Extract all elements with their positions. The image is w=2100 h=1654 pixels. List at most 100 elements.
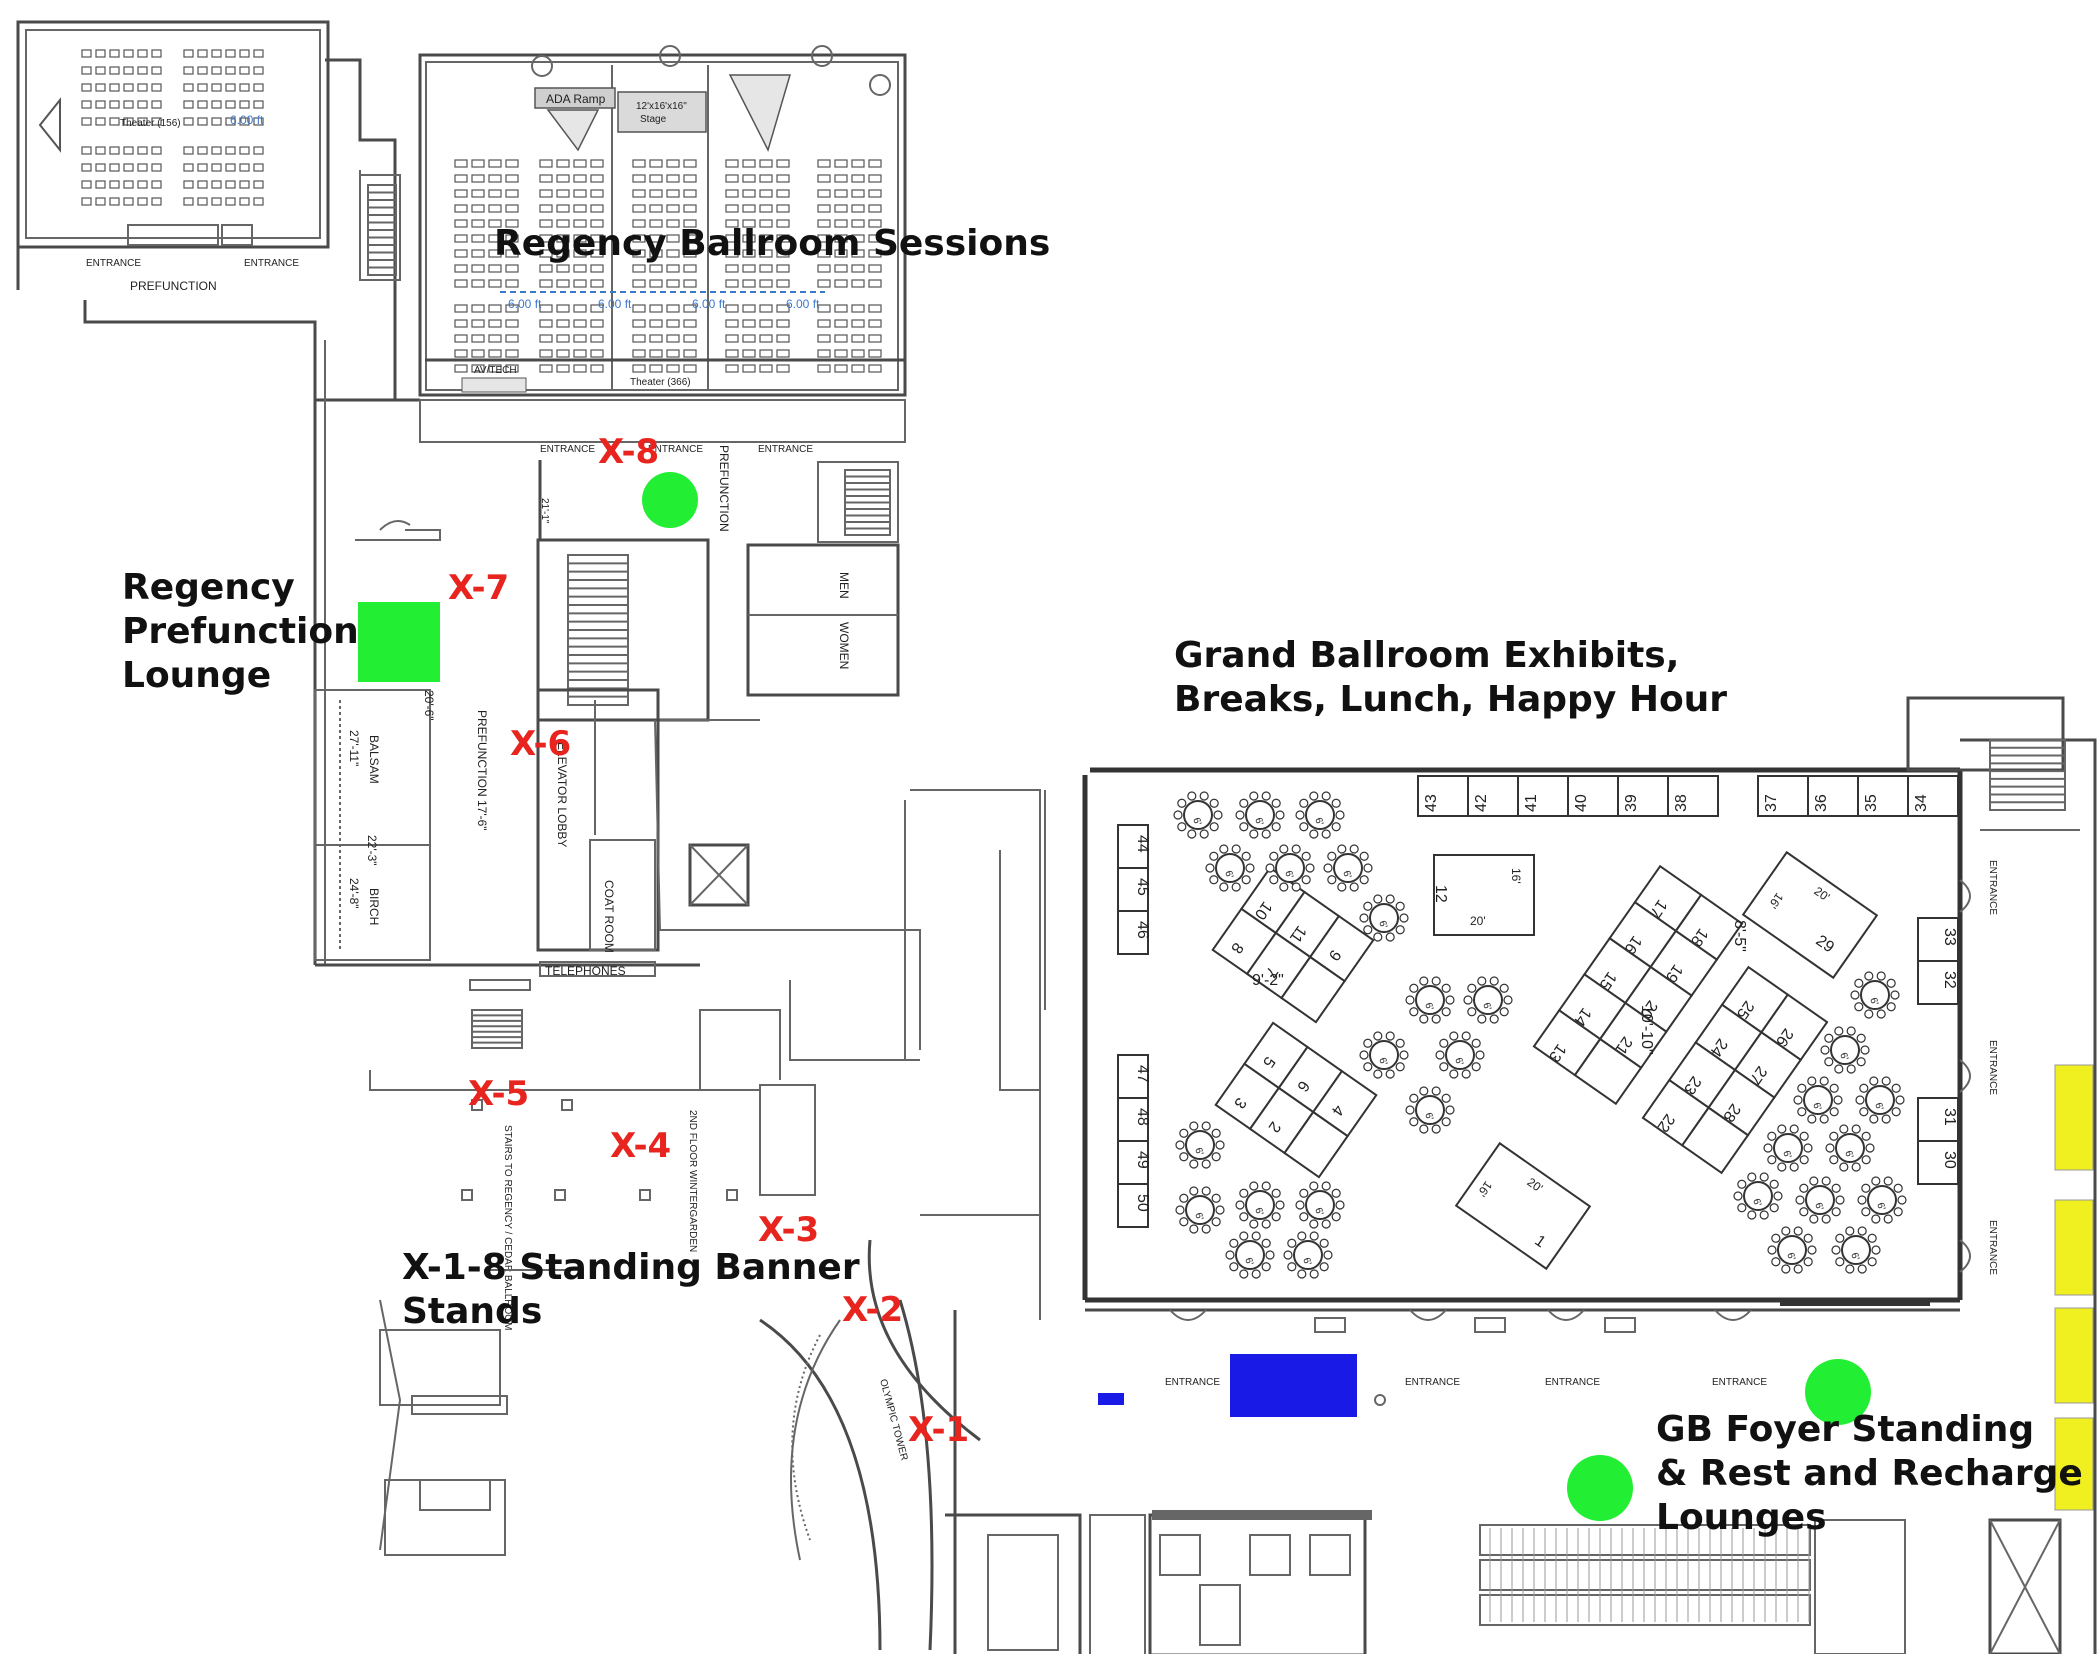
table-size-label: 6'	[1252, 1206, 1265, 1217]
dimension-10-10: 10'-10"	[1638, 1005, 1655, 1055]
dimension-20-6: 20'-6"	[422, 690, 436, 721]
round-table: 6'	[1175, 1121, 1225, 1169]
booth-number: 12	[1432, 885, 1449, 903]
entrance-label: ENTRANCE	[540, 444, 595, 455]
women-restroom-label: WOMEN	[837, 622, 851, 669]
regency-ballroom-room: ADA Ramp 12'x16'x16" Stage 6.00 ft 6.00 …	[418, 45, 907, 455]
entrance-label: ENTRANCE	[1987, 1220, 1998, 1275]
round-table: 6'	[1795, 1176, 1845, 1224]
wintergarden-label: 2ND FLOOR WINTERGARDEN	[687, 1110, 698, 1252]
table-size-label: 6'	[1780, 1149, 1793, 1160]
table-size-label: 6'	[1312, 816, 1325, 827]
marker-x-1: X-1	[908, 1410, 970, 1450]
dimension-9-2: 9'-2"	[1252, 972, 1284, 989]
booth-number: 36	[1813, 794, 1830, 812]
gb-foyer-line-3: Lounges	[1656, 1497, 1827, 1538]
regency-lounge-line-3: Lounge	[122, 655, 272, 696]
regency-lounge-line-1: Regency	[122, 567, 295, 608]
table-size-label: 6'	[1190, 816, 1203, 827]
dimension-8-5: 8'-5"	[1731, 920, 1748, 952]
balsam-birch-rooms: 20'-6" 27'-11" BALSAM 22'-3" 24'-8" BIRC…	[314, 689, 489, 961]
booth-number: 48	[1134, 1108, 1151, 1126]
aisle-dimension: 6.00 ft	[786, 297, 820, 311]
regency-ballroom-sessions-title: Regency Ballroom Sessions	[494, 223, 1051, 264]
booth-number: 41	[1523, 794, 1540, 812]
round-table: 6'	[1763, 1124, 1813, 1172]
ada-ramp-label: ADA Ramp	[546, 92, 606, 106]
booth-number: 39	[1623, 794, 1640, 812]
round-table: 6'	[1205, 844, 1255, 892]
table-size-label: 6'	[1252, 816, 1265, 827]
booth-number: 40	[1573, 794, 1590, 812]
table-size-label: 6'	[1872, 1101, 1885, 1112]
round-table: 6'	[1793, 1076, 1843, 1124]
round-table: 6'	[1295, 791, 1345, 839]
blue-small-marker	[1098, 1393, 1124, 1405]
table-size-label: 6'	[1848, 1251, 1861, 1262]
round-table: 6'	[1850, 971, 1900, 1019]
booth-number: 46	[1134, 921, 1151, 939]
entrance-label: ENTRANCE	[1712, 1377, 1767, 1388]
booth-number: 11	[1286, 922, 1310, 945]
booth-number: 32	[1941, 971, 1958, 989]
booth-number: 30	[1941, 1151, 1958, 1169]
regency-prefunction-lounge-area	[358, 602, 440, 682]
table-size-label: 6'	[1480, 1001, 1493, 1012]
grand-ballroom-room: ENTRANCE ENTRANCE ENTRANCE ENTRANCE ENTR…	[1082, 696, 2097, 1654]
aisle-dimension: 6.00 ft	[598, 297, 632, 311]
theater-small-label: Theater (156)	[120, 118, 181, 129]
booth-number: 38	[1673, 794, 1690, 812]
round-table: 6'	[1825, 1124, 1875, 1172]
booth-number: 44	[1134, 835, 1151, 853]
marker-x-8: X-8	[598, 432, 660, 472]
dimension-21-1: 21'-1"	[539, 498, 550, 524]
table-size-label: 6'	[1340, 869, 1353, 880]
marker-x-5: X-5	[468, 1074, 530, 1114]
green-dot-x8	[642, 472, 698, 528]
table-size-label: 6'	[1422, 1001, 1435, 1012]
round-table: 6'	[1831, 1226, 1881, 1274]
coat-room-label: COAT ROOM	[602, 880, 616, 953]
table-size-label: 6'	[1810, 1101, 1823, 1112]
marker-x-4: X-4	[610, 1126, 672, 1166]
table-size-label: 6'	[1192, 1211, 1205, 1222]
table-size-label: 6'	[1867, 996, 1880, 1007]
stage-size-label: 12'x16'x16"	[636, 101, 687, 112]
dimension-16: 16'	[1509, 868, 1523, 884]
round-table: 6'	[1405, 1086, 1455, 1134]
round-table: 6'	[1855, 1076, 1905, 1124]
marker-x-6: X-6	[510, 724, 572, 764]
prefunction-label: PREFUNCTION	[130, 279, 217, 293]
entrance-label: ENTRANCE	[1987, 860, 1998, 915]
av-tech-label: AV/TECH	[474, 365, 517, 376]
telephones-label: TELEPHONES	[545, 964, 626, 978]
birch-label: BIRCH	[367, 888, 381, 925]
round-table: 6'	[1283, 1231, 1333, 1279]
table-size-label: 6'	[1842, 1149, 1855, 1160]
entrance-label: ENTRANCE	[1405, 1377, 1460, 1388]
table-size-label: 6'	[1192, 1146, 1205, 1157]
west-corridor-walls	[83, 58, 700, 967]
table-size-label: 6'	[1376, 919, 1389, 930]
blue-foyer-area	[1230, 1354, 1357, 1417]
booth-number: 31	[1941, 1108, 1958, 1126]
dimension-24-8: 24'-8"	[347, 878, 361, 909]
prefunction-dimension-label: PREFUNCTION 17'-6"	[475, 710, 489, 831]
marker-x-3: X-3	[758, 1210, 820, 1250]
table-size-label: 6'	[1300, 1256, 1313, 1267]
round-table: 6'	[1173, 791, 1223, 839]
round-table: 6'	[1235, 1181, 1285, 1229]
booth-number: 42	[1473, 794, 1490, 812]
table-size-label: 6'	[1452, 1056, 1465, 1067]
round-table: 6'	[1175, 1186, 1225, 1234]
theater-large-label: Theater (366)	[630, 377, 691, 388]
entrance-label: ENTRANCE	[1545, 1377, 1600, 1388]
gb-foyer-line-1: GB Foyer Standing	[1656, 1409, 2035, 1450]
table-size-label: 6'	[1242, 1256, 1255, 1267]
gb-foyer-line-2: & Rest and Recharge	[1656, 1453, 2083, 1494]
table-size-label: 6'	[1282, 869, 1295, 880]
marker-x-2: X-2	[842, 1290, 904, 1330]
table-size-label: 6'	[1750, 1197, 1763, 1208]
